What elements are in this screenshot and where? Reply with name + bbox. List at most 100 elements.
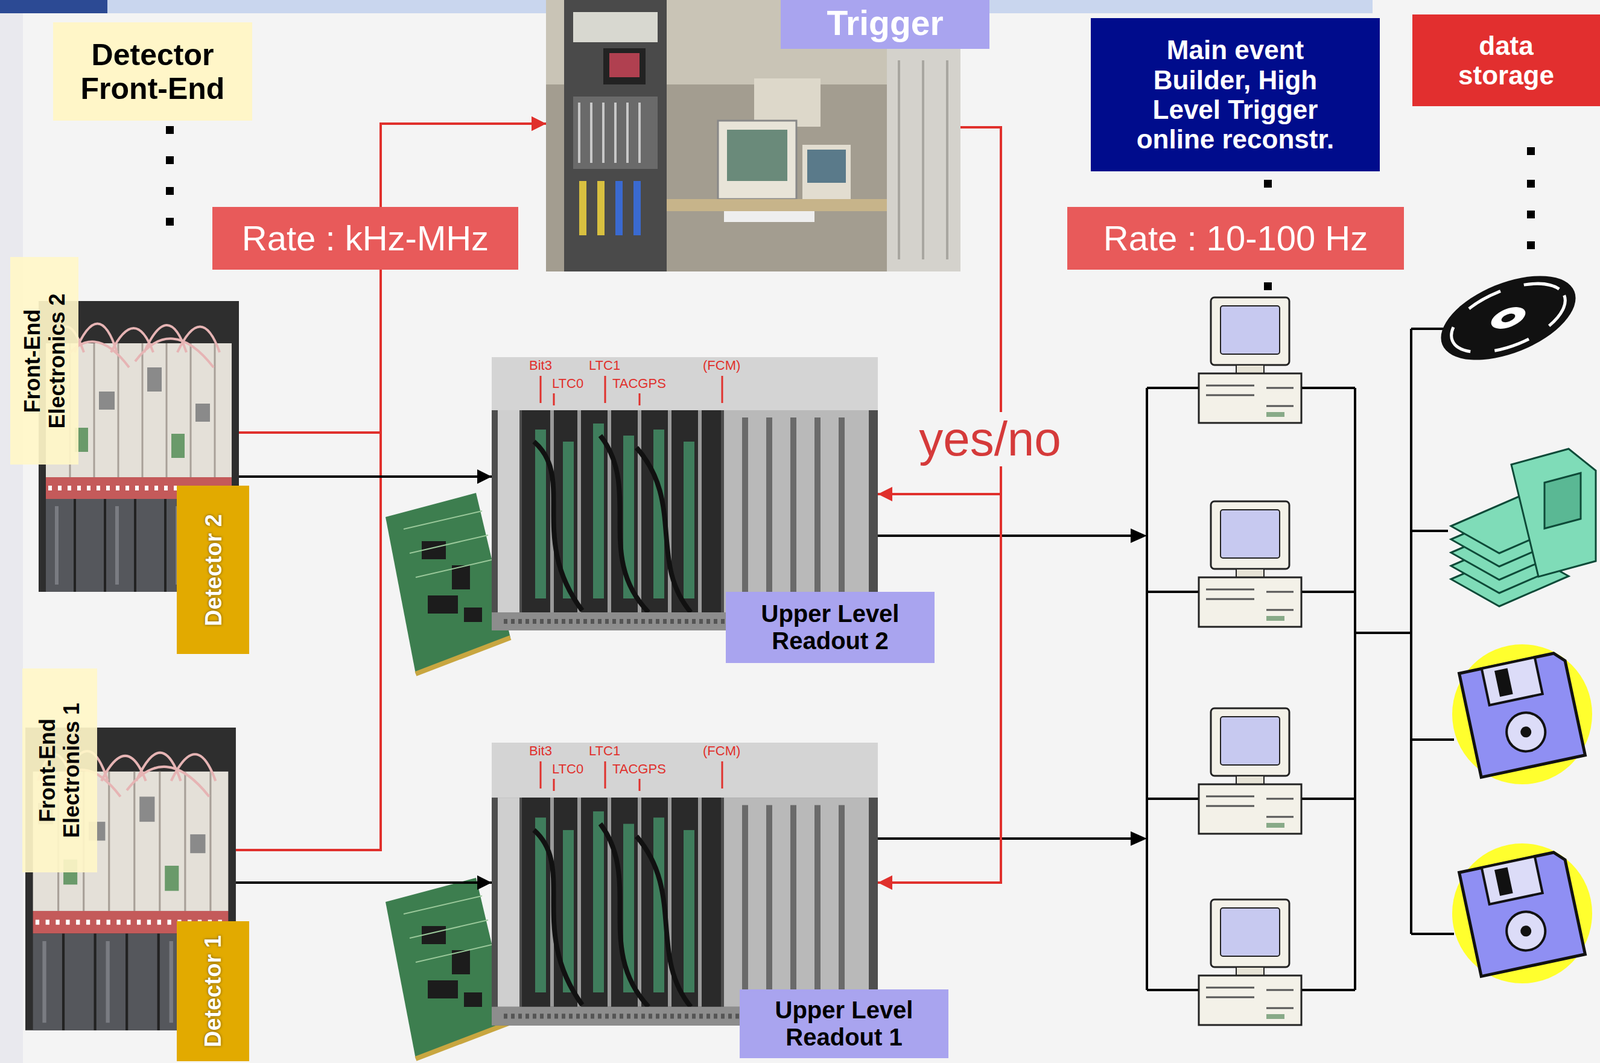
drawing-part	[385, 877, 511, 1059]
label-text: Detector 1	[176, 921, 250, 1062]
detector-photo: Front-End Electronics 2Detector 2	[38, 301, 239, 592]
callout-holder: LTC1	[588, 358, 621, 374]
drawing-part	[1511, 448, 1596, 577]
rate-box: Rate : 10-100 Hz	[1067, 206, 1404, 270]
drawing-part	[726, 129, 788, 181]
callout-holder: (FCM)	[702, 358, 741, 374]
drawing-part	[609, 53, 640, 78]
drawing-part	[564, 0, 667, 272]
drawing-part	[1544, 473, 1581, 529]
drawing-part	[1526, 241, 1535, 250]
trigger-photo: Trigger	[546, 0, 961, 272]
drawing-part	[546, 0, 961, 272]
drawing-part	[1452, 644, 1593, 785]
detector-photo: Front-End Electronics 1Detector 1	[25, 727, 236, 1031]
label-text: Upper Level Readout 2	[734, 600, 926, 655]
edge-label: yes/no	[915, 412, 1065, 467]
drawing-part	[0, 0, 108, 14]
connector-arrow	[877, 127, 1001, 883]
vertical-label: Detector 1	[176, 921, 250, 1062]
drawing-part	[717, 120, 797, 200]
drawing-part	[807, 149, 846, 183]
drawing-part	[597, 180, 605, 236]
drawing-part	[723, 211, 815, 223]
drawing-part	[1488, 302, 1529, 334]
label-text: Upper Level Readout 1	[748, 996, 940, 1051]
label-tag: Upper Level Readout 1	[739, 989, 949, 1059]
label-tag: Trigger	[780, 0, 990, 49]
drawing-part	[1526, 210, 1535, 219]
drawing-part	[633, 180, 641, 236]
drawing-part	[1198, 297, 1302, 423]
drawing-part	[573, 12, 658, 43]
connector-arrow	[238, 475, 492, 478]
label-text: Trigger	[826, 4, 943, 43]
drawing-part	[877, 328, 1454, 991]
drawing-part	[385, 492, 511, 674]
drawing-part	[540, 375, 723, 791]
drawing-part	[573, 96, 658, 169]
drawing-part	[802, 144, 851, 200]
vertical-label: Front-End Electronics 1	[22, 668, 98, 873]
drawing-part	[579, 180, 587, 236]
readout-crate: Upper Level Readout 2	[491, 357, 878, 631]
box-text: Main event Builder, High Level Trigger o…	[1126, 34, 1344, 154]
drawing-part	[615, 180, 623, 236]
board-label: TACGPS	[612, 761, 667, 778]
callout-holder: LTC0	[552, 761, 584, 778]
drawing-part	[579, 180, 605, 236]
drawing-part	[1130, 528, 1147, 846]
drawing-part	[1450, 448, 1596, 607]
drawing-part	[1146, 387, 1204, 991]
board-label: Bit3	[529, 743, 553, 759]
drawing-part	[165, 217, 174, 226]
drawing-part	[666, 199, 908, 212]
rate-box: Rate : kHz-MHz	[212, 206, 519, 270]
drawing-part	[1526, 147, 1535, 156]
drawing-part	[1198, 899, 1302, 1026]
drawing-part	[1130, 528, 1147, 543]
drawing-part	[1198, 708, 1302, 834]
board-label: LTC1	[588, 358, 621, 374]
board-label: (FCM)	[702, 743, 741, 759]
drawing-part	[886, 48, 961, 272]
board-label: LTC0	[552, 761, 584, 778]
label-tag: Upper Level Readout 2	[725, 591, 935, 664]
drawing-part	[603, 48, 646, 85]
drawing-part	[165, 126, 174, 134]
drawing-part	[579, 102, 640, 163]
drawing-part	[165, 126, 174, 226]
callout-holder: LTC0	[552, 376, 584, 392]
callout-holder: Bit3	[529, 743, 553, 759]
label-text: Front-End Electronics 2	[10, 257, 79, 465]
drawing-part	[877, 535, 1135, 839]
label-text: Detector 2	[176, 485, 250, 654]
board-label: LTC1	[588, 743, 621, 759]
drawing-part	[1301, 387, 1412, 991]
edge-label-holder: yes/no	[915, 412, 1065, 467]
callout-holder: TACGPS	[612, 376, 667, 392]
label-box: Detector Front-End	[53, 22, 253, 121]
drawing-part	[1526, 147, 1535, 250]
callout-holder: LTC1	[588, 743, 621, 759]
connector-arrow	[238, 123, 547, 433]
readout-crate: Upper Level Readout 1	[491, 742, 878, 1026]
callout-holder: TACGPS	[612, 761, 667, 778]
drawing-part	[898, 60, 948, 260]
drawing-part	[0, 13, 23, 1063]
board-label: (FCM)	[702, 358, 741, 374]
vertical-label: Detector 2	[176, 485, 250, 654]
drawing-part	[491, 742, 878, 1026]
box-text: Detector Front-End	[65, 38, 241, 106]
callout-holder: (FCM)	[702, 743, 741, 759]
drawing-part	[1452, 843, 1593, 984]
callout-holder: Bit3	[529, 358, 553, 374]
drawing-part	[165, 156, 174, 165]
connector-arrow	[235, 881, 492, 884]
box-text: data storage	[1436, 30, 1576, 91]
drawing-part	[754, 78, 821, 127]
drawing-part	[1130, 831, 1147, 846]
board-label: Bit3	[529, 358, 553, 374]
box-text: Rate : kHz-MHz	[241, 219, 489, 259]
